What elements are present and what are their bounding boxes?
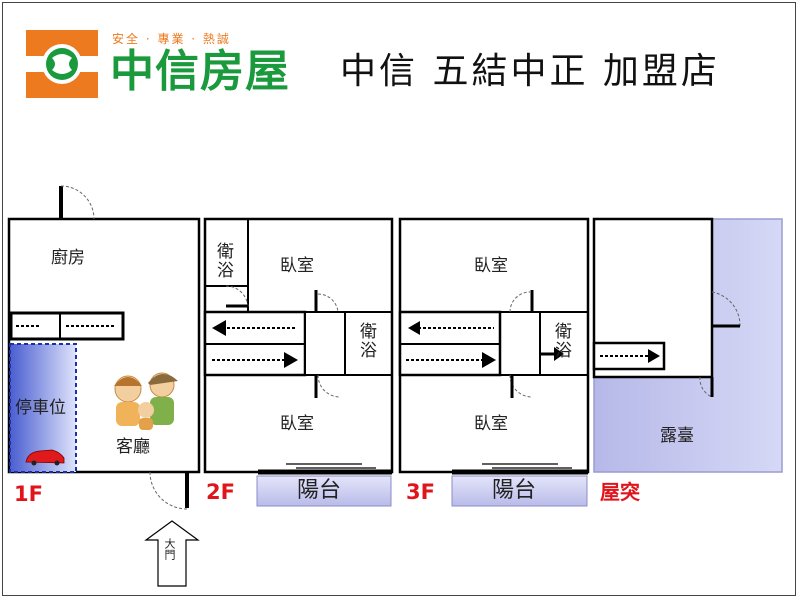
logo-emblem-icon: [26, 30, 98, 98]
entrance-label: 大門: [163, 538, 176, 560]
front-door: [149, 471, 189, 510]
floor-3f-label: 3F: [406, 480, 435, 504]
balcony-2f-label: 陽台: [297, 478, 342, 503]
balcony-3f-label: 陽台: [492, 478, 537, 503]
floor-1f-label: 1F: [14, 482, 43, 506]
bedroom-3f-bottom-label: 臥室: [474, 414, 508, 434]
logo-brand-name: 中信房屋: [110, 46, 290, 97]
floor-2f-label: 2F: [206, 480, 235, 504]
parking-label: 停車位: [15, 398, 66, 418]
logo-slogan: 安全 · 專業 · 熱誠: [112, 32, 231, 46]
brand-logo: [14, 14, 332, 124]
balcony-3f: [451, 475, 588, 507]
bath-2f-label: 衛浴: [213, 242, 233, 280]
stairs-1f: [9, 311, 125, 341]
floor-1f-plan: [7, 185, 201, 587]
terrace-label: 露臺: [660, 426, 694, 446]
bath-3f-label: 衛浴: [551, 322, 571, 360]
roof-plan: [592, 217, 783, 473]
bedroom-2f-bottom-label: 臥室: [280, 414, 314, 434]
floor-3f-plan: [398, 217, 590, 507]
entrance-arrow-icon: [144, 520, 200, 587]
car-icon: [25, 449, 65, 466]
balcony-2f: [256, 475, 392, 507]
floor-2f-plan: [203, 217, 394, 507]
bedroom-3f-top-label: 臥室: [474, 256, 508, 276]
living-room-label: 客廳: [116, 437, 150, 457]
page-title: 中信 五結中正 加盟店: [340, 51, 720, 92]
family-illustration-icon: [114, 372, 178, 430]
kitchen-label: 廚房: [51, 248, 85, 268]
bedroom-2f-top-label: 臥室: [280, 256, 314, 276]
bath-2f-right-label: 衛浴: [356, 322, 376, 360]
roof-label: 屋突: [600, 480, 640, 504]
kitchen-door: [59, 185, 95, 220]
